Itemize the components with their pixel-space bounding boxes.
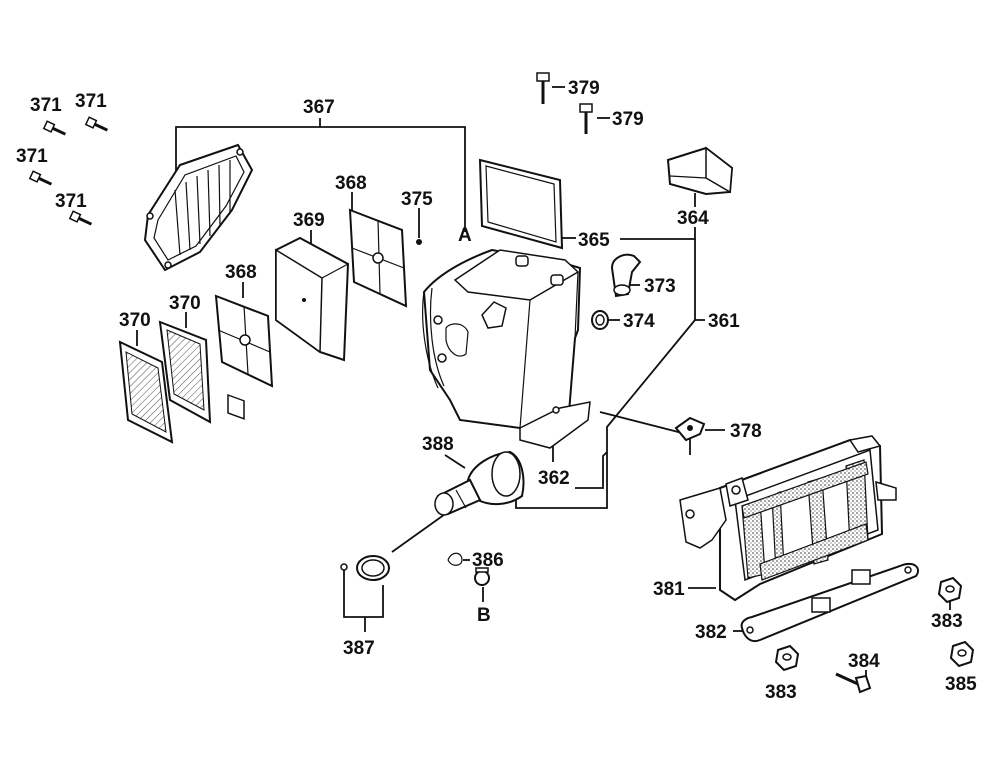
air-filter-box-icon — [422, 248, 591, 449]
callout-a: A — [458, 225, 472, 246]
bolt-371-c-icon — [28, 169, 55, 190]
callout-383-b: 383 — [765, 682, 797, 703]
nut-385-icon — [949, 640, 975, 668]
callout-379-b: 379 — [612, 109, 644, 130]
strap-382-icon — [740, 562, 919, 642]
callout-367: 367 — [303, 97, 335, 118]
clip-386-icon — [447, 552, 490, 586]
filter-frame-368-b-icon — [348, 208, 408, 308]
callout-368-b: 368 — [225, 262, 257, 283]
panel-365-icon — [478, 158, 564, 250]
bolt-384-icon — [835, 672, 872, 694]
callout-365: 365 — [578, 230, 610, 251]
bolt-371-d-icon — [68, 209, 95, 230]
elbow-373-icon — [610, 253, 642, 298]
callout-388: 388 — [422, 434, 454, 455]
callout-374: 374 — [623, 311, 655, 332]
filter-frame-368-a-icon — [214, 294, 274, 420]
callout-382: 382 — [695, 622, 727, 643]
callout-364: 364 — [677, 208, 709, 229]
intake-duct-icon — [434, 450, 525, 516]
callout-368-a: 368 — [335, 173, 367, 194]
callout-369: 369 — [293, 210, 325, 231]
callout-b: B — [477, 605, 491, 626]
callout-371-b: 371 — [75, 91, 107, 112]
air-filter-cover-icon — [143, 143, 254, 272]
bolt-379-b-icon — [579, 103, 593, 134]
battery-tray-icon — [679, 435, 897, 602]
callout-361: 361 — [708, 311, 740, 332]
foam-filter-369-icon — [275, 236, 350, 362]
clip-nut-378-icon — [674, 416, 706, 442]
callout-375: 375 — [401, 189, 433, 210]
grommet-374-icon — [591, 310, 609, 330]
callout-378: 378 — [730, 421, 762, 442]
nut-383-b-icon — [937, 576, 963, 604]
callout-371-c: 371 — [16, 146, 48, 167]
callout-362: 362 — [538, 468, 570, 489]
callout-385: 385 — [945, 674, 977, 695]
filter-screen-370-a-icon — [118, 340, 174, 444]
nut-383-a-icon — [774, 644, 800, 672]
clip-375-icon — [416, 239, 422, 245]
callout-383-a: 383 — [931, 611, 963, 632]
leader-lines — [136, 86, 951, 680]
callout-371-d: 371 — [55, 191, 87, 212]
callout-labels: 371 371 371 371 367 368 368 369 370 370 … — [16, 78, 977, 703]
filter-screen-370-b-icon — [158, 320, 212, 424]
callout-373: 373 — [644, 276, 676, 297]
hose-clamp-icon — [340, 555, 390, 581]
callout-381: 381 — [653, 579, 685, 600]
callout-384: 384 — [848, 651, 880, 672]
callout-379-a: 379 — [568, 78, 600, 99]
bolt-379-a-icon — [536, 72, 550, 104]
callout-386: 386 — [472, 550, 504, 571]
bolt-371-b-icon — [84, 115, 111, 136]
bolt-371-a-icon — [42, 119, 69, 140]
callout-370-a: 370 — [119, 310, 151, 331]
callout-370-b: 370 — [169, 293, 201, 314]
callout-371-a: 371 — [30, 95, 62, 116]
callout-387: 387 — [343, 638, 375, 659]
cap-364-icon — [666, 146, 734, 196]
